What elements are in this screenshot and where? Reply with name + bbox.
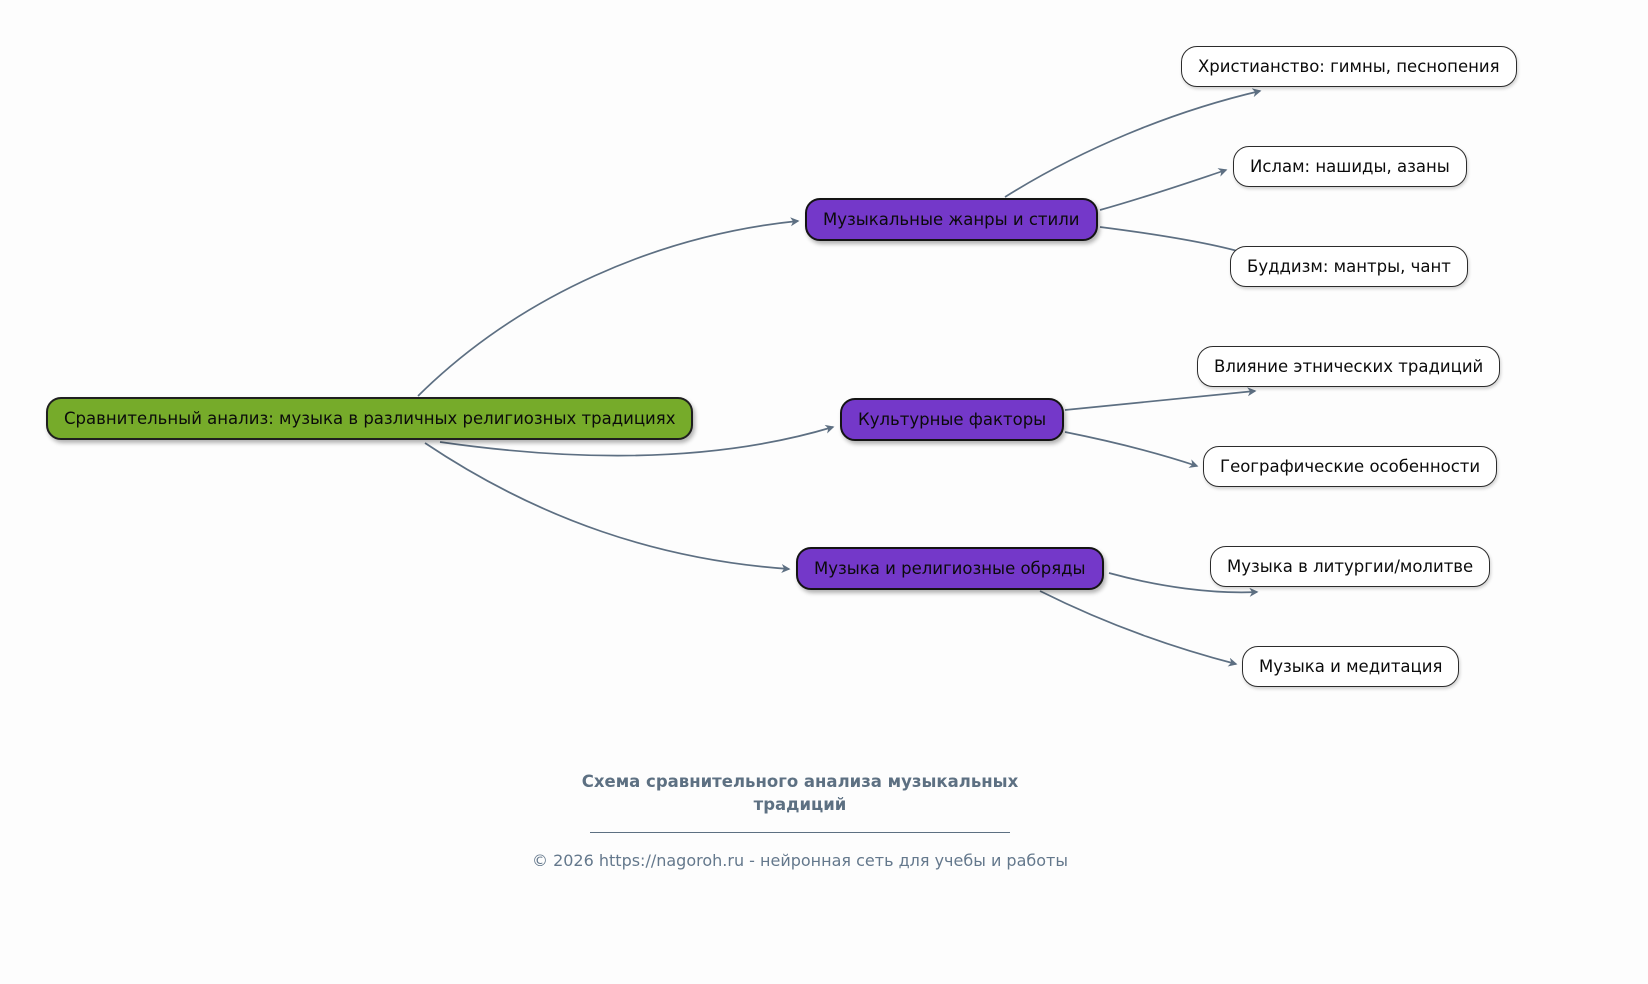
leaf-node-liturgy: Музыка в литургии/молитве xyxy=(1210,546,1491,587)
edge-genres-islam xyxy=(1099,168,1228,211)
branch-node-culture: Культурные факторы xyxy=(840,398,1065,441)
leaf-node-buddhism: Буддизм: мантры, чант xyxy=(1230,246,1468,287)
root-node: Сравнительный анализ: музыка в различных… xyxy=(46,397,694,440)
branch-node-genres: Музыкальные жанры и стили xyxy=(805,198,1098,241)
edge-root-genres xyxy=(417,217,800,397)
leaf-node-meditation: Музыка и медитация xyxy=(1242,646,1460,687)
edge-culture-geography xyxy=(1064,431,1199,468)
leaf-node-geography: Географические особенности xyxy=(1203,446,1498,487)
leaf-node-christianity: Христианство: гимны, песнопения xyxy=(1181,46,1517,87)
edge-culture-ethnic xyxy=(1064,387,1257,411)
edge-root-culture xyxy=(439,424,835,457)
edge-rites-meditation xyxy=(1039,590,1238,667)
edge-root-rites xyxy=(424,442,791,573)
edge-genres-buddhism xyxy=(1099,226,1250,257)
branch-node-rites: Музыка и религиозные обряды xyxy=(796,547,1104,590)
footer-caption: Схема сравнительного анализа музыкальных… xyxy=(581,772,1019,815)
edge-rites-liturgy xyxy=(1108,572,1259,597)
leaf-node-islam: Ислам: нашиды, азаны xyxy=(1233,146,1467,187)
diagram-footer: Схема сравнительного анализа музыкальных… xyxy=(500,770,1100,870)
leaf-node-ethnic-traditions: Влияние этнических традиций xyxy=(1197,346,1501,387)
footer-divider xyxy=(590,832,1010,834)
footer-copyright: © 2026 https://nagoroh.ru - нейронная се… xyxy=(531,851,1068,871)
edge-genres-christianity xyxy=(1004,88,1262,198)
